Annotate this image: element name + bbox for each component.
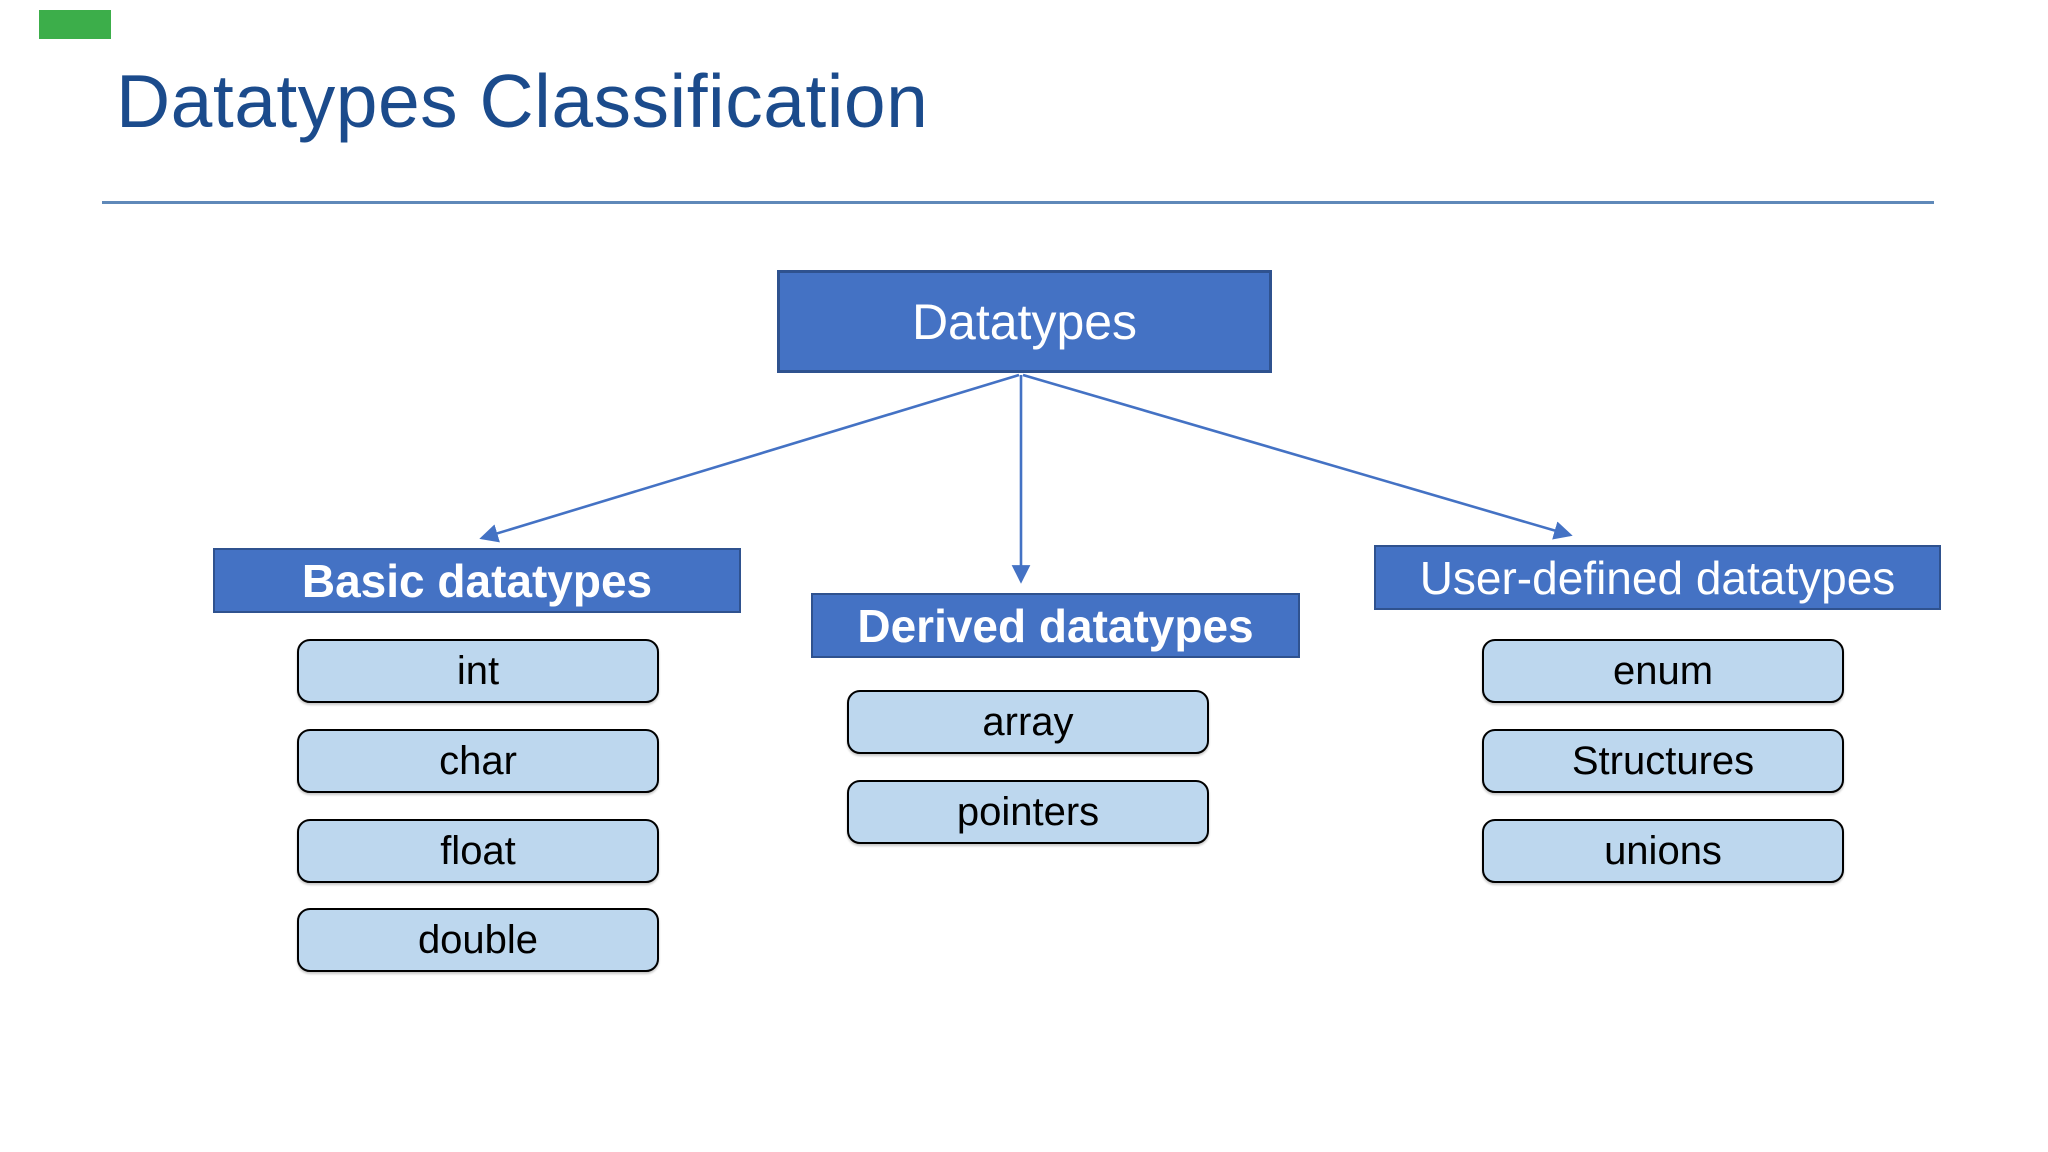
leaf-structures: Structures [1482,729,1844,793]
arrow-root-to-basic [479,373,1020,543]
node-derived-datatypes-label: Derived datatypes [857,599,1254,652]
arrow-root-to-user [1022,373,1573,540]
leaf-array: array [847,690,1209,754]
node-derived-datatypes: Derived datatypes [811,593,1300,658]
node-user-defined-datatypes-label: User-defined datatypes [1419,551,1896,604]
leaf-unions: unions [1482,819,1844,883]
node-datatypes-root-label: Datatypes [911,293,1138,350]
title-divider-line [102,201,1934,204]
node-basic-datatypes: Basic datatypes [213,548,741,613]
leaf-unions-label: unions [1604,828,1722,873]
leaf-double: double [297,908,659,972]
recording-indicator [39,10,111,39]
leaf-float-label: float [440,828,516,873]
leaf-float: float [297,819,659,883]
leaf-double-label: double [417,917,539,962]
node-basic-datatypes-label: Basic datatypes [301,554,653,607]
leaf-structures-label: Structures [1571,738,1755,783]
leaf-int: int [297,639,659,703]
leaf-array-label: array [982,699,1074,744]
leaf-int-label: int [456,648,500,693]
leaf-pointers: pointers [847,780,1209,844]
leaf-pointers-label: pointers [956,789,1100,834]
leaf-char: char [297,729,659,793]
leaf-enum: enum [1482,639,1844,703]
leaf-enum-label: enum [1612,648,1714,693]
page-title: Datatypes Classification [116,59,929,143]
leaf-char-label: char [439,738,517,783]
node-datatypes-root: Datatypes [777,270,1272,373]
node-user-defined-datatypes: User-defined datatypes [1374,545,1941,610]
